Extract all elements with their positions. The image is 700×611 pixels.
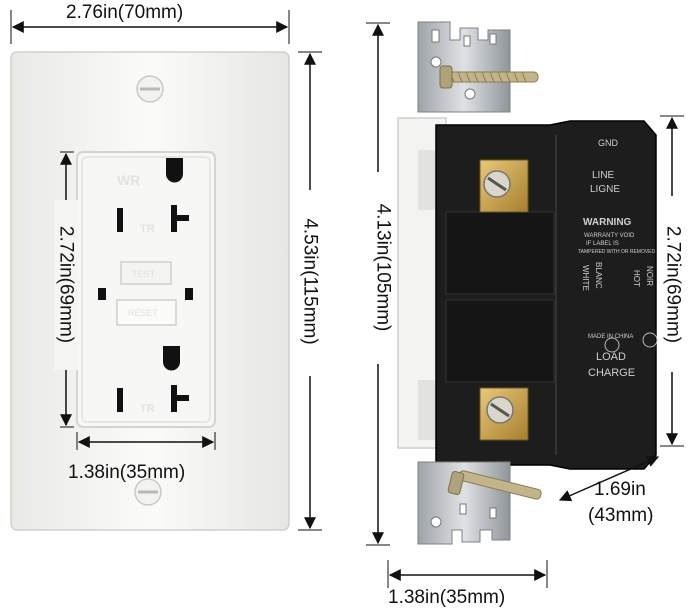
depth-label-line2: (43mm): [588, 505, 654, 526]
black-body: [435, 120, 657, 470]
side-width-dimension: [387, 560, 548, 588]
lower-receptacle: TR: [117, 346, 189, 415]
load-terminal: [479, 387, 529, 441]
test-button[interactable]: [120, 261, 172, 285]
white-label: WHITE: [581, 265, 590, 291]
ligne-label: LIGNE: [590, 184, 620, 195]
load-label: LOAD: [596, 351, 626, 363]
line-terminal: [479, 159, 529, 213]
face-width-dimension: [76, 432, 216, 450]
ground-slot-lower: [163, 346, 180, 371]
noir-label: NOIR: [645, 266, 654, 286]
hot-slot-t-lower: [171, 385, 189, 412]
top-plate-screw: [136, 75, 164, 103]
warning-line-3: TAMPERED WITH OR REMOVED: [578, 249, 656, 255]
reset-button[interactable]: [116, 299, 177, 326]
face-height-label: 2.72in(69mm): [55, 225, 77, 344]
neutral-slot: [117, 208, 123, 232]
wall-plate-front: WR TR TEST RESET TR: [10, 51, 290, 531]
side-width-label: 1.38in(35mm): [388, 587, 506, 608]
warning-line-2: IF LABEL IS: [586, 241, 619, 247]
face-width-label: 1.38in(35mm): [68, 462, 186, 483]
warning-label: WARNING: [583, 217, 632, 228]
etl-mark-icon: [642, 332, 658, 348]
made-in-label: MADE IN CHINA: [588, 334, 633, 340]
upper-receptacle: WR TR: [117, 158, 189, 235]
gnd-label: GND: [598, 138, 619, 148]
outlet-face: [76, 151, 216, 428]
top-mounting-screw: [439, 65, 539, 89]
side-label-texts: GND LINE LIGNE WARNING WARRANTY VOID IF …: [578, 138, 656, 379]
depth-dimension: [558, 455, 660, 502]
bottom-mounting-screw: [447, 470, 542, 500]
ul-mark-icon: [604, 337, 620, 353]
side-body-height-label: 2.72in(69mm): [662, 225, 684, 344]
outlet-side-view: GND LINE LIGNE WARNING WARRANTY VOID IF …: [397, 21, 658, 545]
blanc-label: BLANC: [594, 262, 603, 289]
device-height-label: 4.13in(105mm): [372, 203, 394, 332]
plate-height-label: 4.53in(115mm): [299, 218, 321, 345]
device-height-dimension: [366, 22, 390, 546]
reset-button-label: RESET: [128, 308, 159, 318]
gfci-buttons: TEST RESET: [98, 261, 193, 326]
wr-mark: WR: [117, 172, 140, 188]
left-indicator: [98, 288, 106, 300]
neutral-slot-lower: [117, 388, 123, 412]
tr-mark-upper: TR: [140, 223, 155, 235]
hot-slot-t: [171, 205, 189, 232]
tr-mark-lower: TR: [140, 403, 155, 415]
plate-width-label: 2.76in(70mm): [66, 2, 184, 23]
right-indicator: [185, 288, 193, 300]
bottom-plate-screw: [134, 478, 162, 506]
hot-label: HOT: [632, 270, 641, 287]
plate-height-dimension: [298, 51, 323, 531]
top-mounting-strap: [417, 21, 511, 113]
face-height-dimension: [54, 151, 78, 428]
side-body-height-dimension: [660, 115, 684, 447]
warning-line-1: WARRANTY VOID: [584, 233, 635, 239]
line-label: LINE: [592, 170, 615, 181]
charge-label: CHARGE: [588, 367, 635, 379]
test-button-label: TEST: [132, 269, 156, 279]
depth-label-line1: 1.69in: [594, 479, 646, 500]
plate-width-dimension: [10, 0, 290, 44]
ground-slot: [166, 158, 183, 183]
